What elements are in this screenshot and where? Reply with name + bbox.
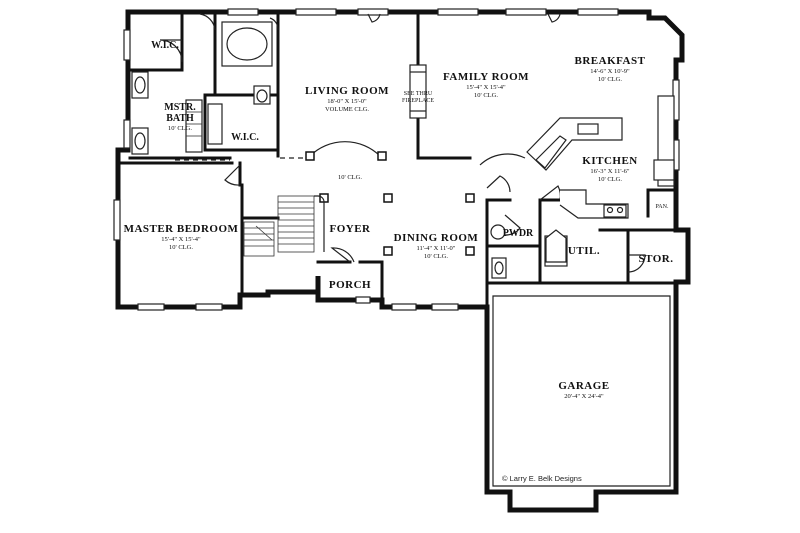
doors bbox=[159, 13, 646, 273]
powder-room-label: PWDR bbox=[503, 228, 534, 239]
foyer-label: FOYER bbox=[330, 223, 372, 235]
master-bedroom-label: MASTER BEDROOM bbox=[124, 223, 239, 235]
dining-room-ceiling: 10' CLG. bbox=[424, 253, 448, 260]
wic-bath-label: W.I.C. bbox=[231, 132, 259, 143]
master-bedroom-ceiling: 10' CLG. bbox=[169, 244, 193, 251]
storage-label: STOR. bbox=[638, 253, 673, 265]
kitchen-ceiling: 10' CLG. bbox=[598, 176, 622, 183]
living-room-ceiling: VOLUME CLG. bbox=[325, 106, 369, 113]
family-room-dims: 15'-4" X 15'-4" bbox=[466, 84, 506, 91]
pantry-label: PAN. bbox=[656, 204, 669, 210]
fireplace-symbol bbox=[409, 64, 427, 119]
dining-room-label: DINING ROOM bbox=[394, 232, 479, 244]
breakfast-ceiling: 10' CLG. bbox=[598, 76, 622, 83]
mstr-bath-label-2: BATH bbox=[166, 113, 194, 124]
mstr-bath-ceiling: 10' CLG. bbox=[168, 125, 192, 132]
living-room-dims: 18'-0" X 15'-0" bbox=[327, 98, 367, 105]
breakfast-label: BREAKFAST bbox=[575, 55, 646, 67]
family-room-label: FAMILY ROOM bbox=[443, 71, 529, 83]
fireplace-label-1: SEE THRU bbox=[404, 91, 433, 97]
kitchen-dims: 16'-3" X 11'-6" bbox=[590, 168, 630, 175]
living-room-label: LIVING ROOM bbox=[305, 85, 389, 97]
columns bbox=[305, 151, 475, 256]
garage-label: GARAGE bbox=[558, 380, 609, 392]
utility-label: UTIL. bbox=[568, 245, 600, 257]
kitchen-fixtures bbox=[526, 95, 675, 267]
garage-dims: 20'-4" X 24'-4" bbox=[564, 393, 604, 400]
hall-ceiling: 10' CLG. bbox=[338, 174, 362, 181]
staircase bbox=[243, 195, 325, 257]
room-labels: W.I.C. MSTR. BATH 10' CLG. W.I.C. LIVING… bbox=[124, 40, 673, 483]
fireplace-label-2: FIREPLACE bbox=[402, 98, 434, 104]
kitchen-label: KITCHEN bbox=[582, 155, 637, 167]
bath-fixtures bbox=[131, 21, 507, 279]
exterior-walls bbox=[115, 9, 691, 513]
wic-top-label: W.I.C. bbox=[151, 40, 179, 51]
porch-label: PORCH bbox=[329, 279, 371, 291]
master-bedroom-dims: 15'-4" X 15'-4" bbox=[161, 236, 201, 243]
mstr-bath-label-1: MSTR. bbox=[164, 102, 196, 113]
windows bbox=[113, 8, 680, 311]
breakfast-dims: 14'-6" X 10'-9" bbox=[590, 68, 630, 75]
designer-credit: © Larry E. Belk Designs bbox=[502, 474, 582, 483]
dining-room-dims: 11'-4" X 11'-0" bbox=[417, 245, 456, 252]
family-room-ceiling: 10' CLG. bbox=[474, 92, 498, 99]
